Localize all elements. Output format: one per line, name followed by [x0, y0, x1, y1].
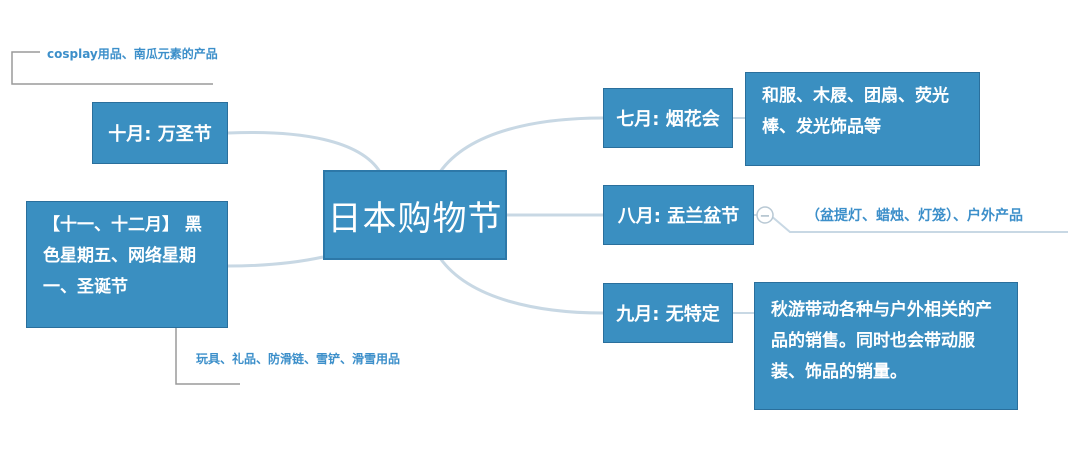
detail-july-text: 和服、木屐、团扇、荧光棒、发光饰品等 [762, 86, 949, 137]
connector-oct [227, 131, 382, 173]
branch-october[interactable]: 十月: 万圣节 [92, 102, 228, 164]
branch-july-label: 七月: 烟花会 [616, 109, 720, 130]
note-nov-dec: 玩具、礼品、防滑链、雪铲、滑雪用品 [196, 352, 401, 366]
branch-july[interactable]: 七月: 烟花会 [603, 88, 733, 148]
branch-september[interactable]: 九月: 无特定 [603, 283, 733, 343]
branch-august-label: 八月: 盂兰盆节 [617, 206, 740, 227]
branch-september-label: 九月: 无特定 [616, 304, 720, 325]
connector-sep [438, 257, 604, 315]
connector-jul [438, 116, 604, 173]
note-october: cosplay用品、南瓜元素的产品 [47, 47, 218, 61]
central-topic[interactable]: 日本购物节 [323, 170, 507, 260]
collapse-toggle-glyph: − [760, 209, 771, 224]
collapse-toggle-aug[interactable] [756, 206, 774, 224]
branch-nov-dec-label: 【十一、十二月】 黑色星期五、网络星期一、圣诞节 [43, 215, 202, 297]
detail-september-text: 秋游带动各种与户外相关的产品的销售。同时也会带动服装、饰品的销量。 [771, 300, 992, 382]
branch-august[interactable]: 八月: 盂兰盆节 [603, 185, 754, 245]
detail-july[interactable]: 和服、木屐、团扇、荧光棒、发光饰品等 [745, 72, 980, 166]
central-topic-label: 日本购物节 [327, 198, 503, 239]
bracket-oct-note [11, 51, 213, 85]
branch-nov-dec[interactable]: 【十一、十二月】 黑色星期五、网络星期一、圣诞节 [26, 201, 228, 328]
branch-october-label: 十月: 万圣节 [108, 124, 212, 145]
note-august: （盆提灯、蜡烛、灯笼）、户外产品 [806, 208, 1023, 224]
detail-september[interactable]: 秋游带动各种与户外相关的产品的销售。同时也会带动服装、饰品的销量。 [754, 282, 1018, 410]
connector-novdec [227, 255, 324, 268]
